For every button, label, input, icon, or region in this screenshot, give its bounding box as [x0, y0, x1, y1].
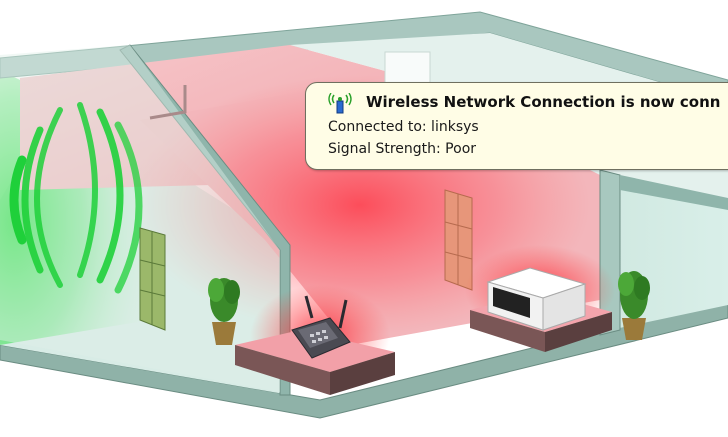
wireless-notification-balloon[interactable]: Wireless Network Connection is now conn … — [305, 82, 728, 170]
notification-title: Wireless Network Connection is now conn — [366, 93, 720, 111]
connected-to-text: Connected to: linksys — [328, 119, 479, 135]
left-window — [140, 228, 165, 330]
signal-strength-text: Signal Strength: Poor — [328, 141, 476, 157]
wireless-signal-icon — [328, 93, 352, 115]
middle-window — [445, 190, 472, 290]
balloon-clip: Wireless Network Connection is now conn … — [306, 83, 728, 169]
